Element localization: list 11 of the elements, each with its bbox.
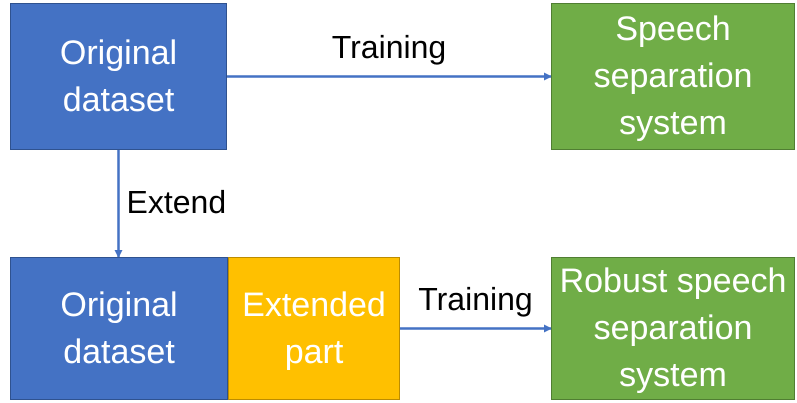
edge-label: Training — [418, 280, 533, 318]
edge-label: Extend — [126, 182, 226, 222]
dataset-box: Original dataset — [10, 257, 228, 400]
edge-label: Training — [332, 28, 446, 66]
extension-box: Extended part — [228, 257, 400, 400]
arrow — [227, 72, 552, 80]
arrow — [400, 324, 552, 332]
system-box: Speech separation system — [551, 3, 795, 150]
system-box: Robust speech separation system — [551, 257, 795, 400]
dataset-box: Original dataset — [10, 3, 227, 150]
arrow — [114, 150, 122, 258]
